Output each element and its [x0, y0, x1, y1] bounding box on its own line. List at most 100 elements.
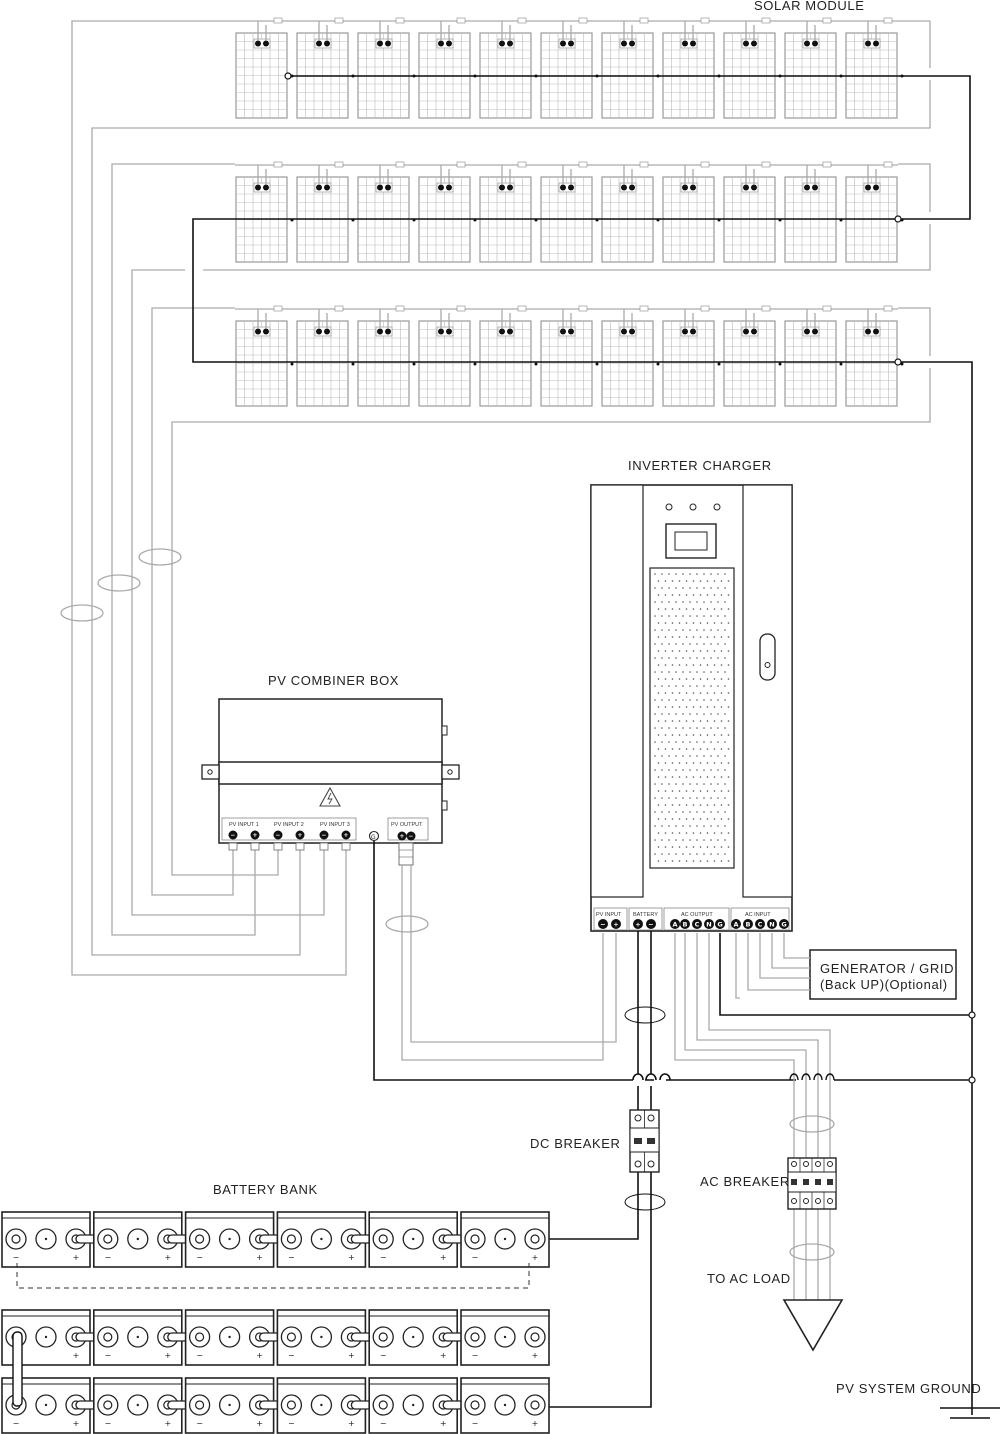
svg-text:+: + [164, 1253, 171, 1262]
ac-output-wires [674, 933, 976, 1308]
solar-module [418, 17, 477, 119]
solar-module [662, 17, 721, 119]
pv-input-1-label: PV INPUT 1 [229, 822, 259, 828]
svg-text:A: A [672, 920, 677, 928]
svg-text:+: + [256, 1419, 263, 1428]
pv-system-ground-label: PV SYSTEM GROUND [836, 1381, 981, 1396]
ac-breaker [787, 1073, 837, 1210]
svg-text:−: − [288, 1253, 295, 1262]
inverter-handle-icon [759, 633, 776, 681]
negative-terminal-icon: − [228, 830, 238, 840]
generator-grid-label: GENERATOR / GRID [820, 961, 954, 976]
svg-text:+: + [73, 1253, 80, 1262]
svg-text:−: − [380, 1253, 387, 1262]
svg-text:+: + [348, 1253, 355, 1262]
svg-text:−: − [409, 834, 414, 840]
svg-text:+: + [164, 1351, 171, 1360]
solar-module [357, 161, 416, 263]
generator-grid-sub-label: (Back UP)(Optional) [820, 977, 948, 992]
inverter-vent-grille [649, 567, 735, 869]
svg-text:+: + [348, 1351, 355, 1360]
phase-terminal-icon: A [731, 919, 741, 929]
dc-breaker [629, 1109, 660, 1173]
phase-terminal-icon: N [767, 919, 777, 929]
battery-unit: −+ [368, 1377, 459, 1434]
negative-terminal-icon: − [598, 919, 608, 929]
pv-input-2-label: PV INPUT 2 [274, 822, 304, 828]
svg-text:+: + [298, 833, 303, 839]
svg-text:−: − [196, 1419, 203, 1428]
svg-text:−: − [380, 1419, 387, 1428]
battery-bank: −+−+−+−+−+−+−+−+−+−+−+−+−+−+−+−+−+−+ [1, 1211, 550, 1434]
combiner-output-wires [373, 841, 976, 1084]
inverter-charger-label: INVERTER CHARGER [628, 458, 772, 473]
inv-ac-input-label: AC INPUT [745, 912, 771, 918]
svg-text:−: − [13, 1253, 20, 1262]
svg-text:−: − [196, 1351, 203, 1360]
svg-text:+: + [532, 1253, 539, 1262]
battery-dashed-link [16, 1263, 530, 1289]
solar-module [723, 161, 782, 263]
inverter-charger: PV INPUT BATTERY AC OUTPUT AC INPUT −++−… [590, 484, 793, 932]
positive-terminal-icon: + [633, 919, 643, 929]
svg-text:−: − [322, 833, 327, 839]
solar-module [723, 17, 782, 119]
svg-text:−: − [288, 1351, 295, 1360]
svg-text:+: + [344, 833, 349, 839]
svg-text:+: + [73, 1351, 80, 1360]
battery-unit: −+ [276, 1211, 367, 1268]
solar-module [601, 305, 660, 407]
svg-text:−: − [13, 1419, 20, 1428]
svg-text:+: + [253, 833, 258, 839]
svg-text:−: − [276, 833, 281, 839]
solar-module [235, 305, 294, 407]
solar-module [235, 17, 294, 119]
svg-text:N: N [769, 920, 774, 928]
battery-unit: −+ [93, 1309, 183, 1366]
svg-text:−: − [472, 1351, 479, 1360]
battery-unit: −+ [460, 1309, 550, 1366]
solar-module [296, 305, 355, 407]
solar-module [662, 305, 721, 407]
pv-input-3-label: PV INPUT 3 [320, 822, 350, 828]
svg-text:+: + [73, 1419, 80, 1428]
svg-text:+: + [532, 1419, 539, 1428]
svg-text:+: + [532, 1351, 539, 1360]
pv-output-label: PV OUTPUT [391, 822, 423, 828]
svg-text:−: − [288, 1419, 295, 1428]
phase-terminal-icon: C [692, 919, 702, 929]
battery-unit: −+ [368, 1211, 459, 1268]
generator-grid-box: GENERATOR / GRID (Back UP)(Optional) [735, 933, 957, 1000]
svg-text:−: − [196, 1253, 203, 1262]
phase-terminal-icon: C [755, 919, 765, 929]
pv-combiner-box-label: PV COMBINER BOX [268, 673, 399, 688]
negative-terminal-icon: − [273, 830, 283, 840]
svg-text:+: + [635, 920, 640, 928]
svg-text:−: − [104, 1419, 111, 1428]
battery-wires [546, 931, 671, 1408]
svg-text:+: + [256, 1351, 263, 1360]
svg-text:+: + [400, 834, 405, 840]
svg-text:+: + [256, 1253, 263, 1262]
battery-unit: −+ [184, 1211, 275, 1268]
svg-text:−: − [380, 1351, 387, 1360]
positive-terminal-icon: + [250, 830, 260, 840]
svg-text:A: A [733, 920, 738, 928]
svg-text:+: + [440, 1253, 447, 1262]
solar-module [845, 17, 904, 119]
ac-load-icon [782, 1299, 844, 1352]
battery-unit: −+ [460, 1211, 550, 1268]
battery-unit: −+ [184, 1309, 275, 1366]
svg-text:C: C [758, 920, 763, 928]
to-ac-load-label: TO AC LOAD [707, 1271, 791, 1286]
svg-text:−: − [472, 1419, 479, 1428]
svg-text:+: + [164, 1419, 171, 1428]
solar-module [296, 161, 355, 263]
solar-module [601, 161, 660, 263]
inverter-display [665, 523, 717, 559]
warning-icon [319, 786, 341, 807]
solar-module [784, 17, 843, 119]
phase-terminal-icon: B [743, 919, 753, 929]
solar-module [418, 161, 477, 263]
